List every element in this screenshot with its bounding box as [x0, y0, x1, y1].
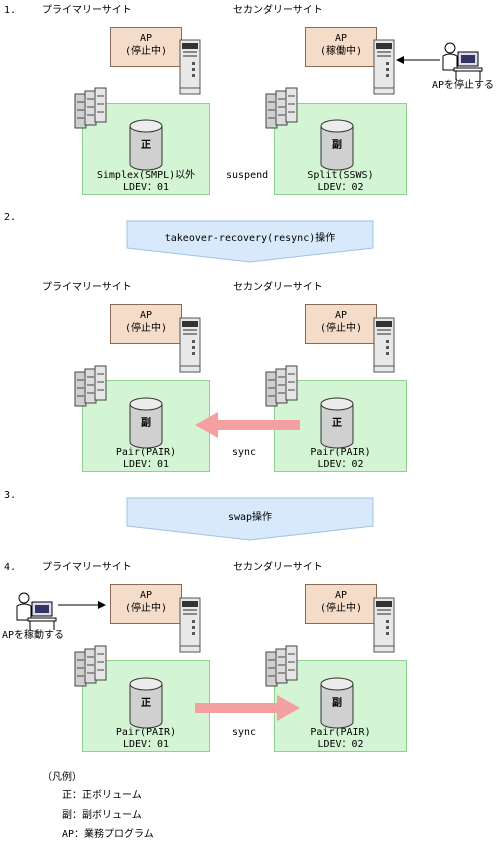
secondary-site-title: セカンダリーサイト	[233, 282, 323, 293]
secondary-disk-tag: 副	[332, 140, 342, 151]
sync-arrow-left	[195, 412, 300, 438]
step-2-banner-text: takeover-recovery(resync)操作	[164, 233, 336, 244]
primary-status: Simplex(SMPL)以外	[96, 170, 196, 181]
primary-ap-box: AP(停止中)	[110, 27, 182, 67]
primary-server-icon	[179, 317, 201, 373]
secondary-site-title: セカンダリーサイト	[233, 5, 323, 16]
secondary-storage-icon	[265, 87, 298, 129]
secondary-status: Pair(PAIR)	[310, 447, 371, 458]
sync-arrow-right	[195, 695, 300, 721]
step-3-banner-text: swap操作	[227, 512, 273, 523]
primary-site-title: プライマリーサイト	[42, 282, 132, 293]
step-3-number: 3.	[4, 490, 17, 501]
secondary-server-icon	[373, 317, 395, 373]
operator-icon	[442, 42, 483, 81]
secondary-disk-tag: 正	[332, 418, 342, 429]
operator-icon	[16, 592, 57, 631]
primary-storage-icon	[74, 365, 107, 407]
primary-storage-icon	[74, 87, 107, 129]
legend-title: （凡例）	[42, 772, 82, 783]
primary-ap-box: AP(停止中)	[110, 584, 182, 624]
primary-server-icon	[179, 39, 201, 95]
link-label: sync	[232, 727, 257, 738]
secondary-ldev: LDEV：02	[317, 459, 364, 470]
step-1-number: 1.	[4, 5, 17, 16]
secondary-server-icon	[373, 597, 395, 653]
secondary-status: Split(SSWS)	[307, 170, 374, 181]
primary-disk-tag: 副	[141, 418, 151, 429]
primary-ldev: LDEV：01	[122, 739, 170, 750]
operator-label: APを稼動する	[2, 630, 65, 641]
primary-ldev: LDEV：01	[122, 459, 170, 470]
primary-disk-tag: 正	[141, 140, 151, 151]
link-label: sync	[232, 447, 257, 458]
primary-status: Pair(PAIR)	[115, 447, 177, 458]
legend-item-primary: 正：正ボリューム	[62, 790, 142, 801]
secondary-storage-icon	[265, 645, 298, 687]
primary-ap-box: AP(停止中)	[110, 304, 182, 344]
secondary-ap-box: AP(停止中)	[305, 304, 377, 344]
primary-status: Pair(PAIR)	[115, 727, 177, 738]
primary-server-icon	[179, 597, 201, 653]
secondary-status: Pair(PAIR)	[310, 727, 371, 738]
step-2-number: 2.	[4, 212, 17, 223]
link-label: suspend	[226, 170, 269, 181]
secondary-storage-icon	[265, 365, 298, 407]
primary-ldev: LDEV：01	[122, 182, 170, 193]
primary-storage-icon	[74, 645, 107, 687]
primary-site-title: プライマリーサイト	[42, 5, 132, 16]
legend-item-ap: AP：業務プログラム	[62, 829, 154, 840]
step-4-number: 4.	[4, 562, 17, 573]
legend-item-secondary: 副：副ボリューム	[62, 810, 142, 821]
secondary-ldev: LDEV：02	[317, 739, 364, 750]
operator-label: APを停止する	[432, 80, 495, 91]
secondary-ap-box: AP(停止中)	[305, 584, 377, 624]
secondary-server-icon	[373, 39, 395, 95]
secondary-disk-tag: 副	[332, 698, 342, 709]
secondary-site-title: セカンダリーサイト	[233, 562, 323, 573]
primary-disk-tag: 正	[141, 698, 151, 709]
secondary-ldev: LDEV：02	[317, 182, 364, 193]
primary-site-title: プライマリーサイト	[42, 562, 132, 573]
